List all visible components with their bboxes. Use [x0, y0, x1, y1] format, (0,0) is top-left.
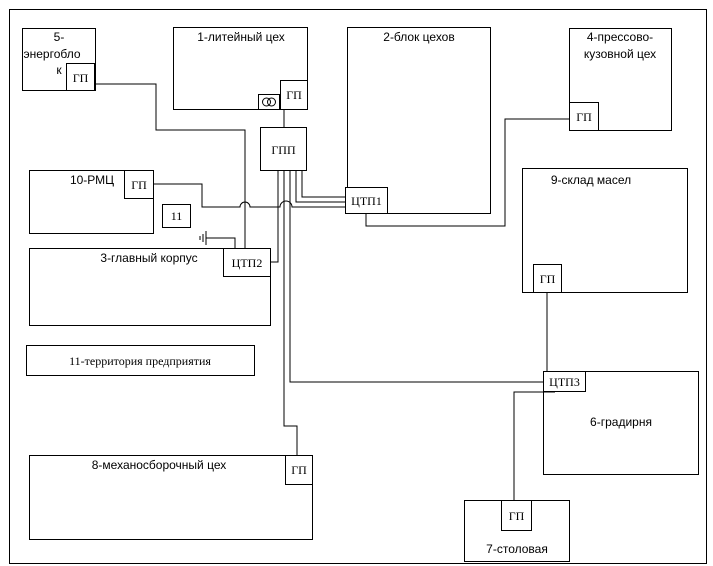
gp-label-b8: ГП [291, 463, 307, 477]
gpp-main-substation: ГПП [260, 127, 307, 171]
building-4-press-body-shop: 4-прессово- кузовной цех ГП [569, 28, 672, 131]
cable-ground-to-ctp2 [206, 237, 236, 248]
building-4-label-line1: 4-прессово- [587, 30, 653, 44]
building-10-repair-shop: 10-РМЦ ГП [29, 170, 154, 234]
cable-b10-to-ctp1 [153, 183, 345, 208]
transformer-icon [262, 97, 276, 107]
cable-ctp3-to-gp7 [513, 391, 555, 500]
cable-ctp1-to-gp4 [365, 118, 569, 227]
gp-label-b7: ГП [509, 509, 525, 523]
building-6-label: 6-градирня [590, 415, 652, 429]
ctp1-substation: ЦТП1 [345, 187, 388, 214]
building-2-label: 2-блок цехов [383, 30, 454, 44]
building-9-oil-warehouse: 9-склад масел ГП [522, 168, 688, 293]
gp-label-b9: ГП [540, 272, 556, 286]
ctp3-substation: ЦТП3 [543, 371, 586, 392]
cable-gpp-to-gp8 [283, 171, 298, 455]
building-5-energy-block: 5- энергобло к ГП [22, 28, 96, 91]
building-5-label-line2: энергобло [23, 47, 80, 61]
diagram-frame [9, 9, 707, 564]
building-5-label-line3: к [56, 63, 62, 77]
ctp1-label: ЦТП1 [351, 194, 382, 208]
ctp3-label: ЦТП3 [549, 375, 580, 389]
building-9-label: 9-склад масел [551, 173, 631, 187]
building-2-shop-block: 2-блок цехов [347, 27, 491, 214]
building-3-label: 3-главный корпус [100, 251, 197, 265]
gpp-label: ГПП [271, 143, 296, 157]
building-4-label-line2: кузовной цех [584, 47, 656, 61]
building-8-mechanical-assembly-shop: 8-механосборочный цех ГП [29, 455, 313, 540]
cable-gpp-to-ctp1-b [301, 171, 345, 198]
ctp2-label: ЦТП2 [232, 256, 263, 270]
building-11-marker: 11 [162, 204, 191, 228]
ground-icon [199, 231, 207, 245]
cable-gpp-to-ctp2 [270, 171, 279, 263]
building-7-label: 7-столовая [486, 542, 548, 556]
building-7-canteen: 7-столовая ГП [464, 500, 570, 562]
building-11-label: 11-территория предприятия [69, 354, 211, 368]
gp-label-b5: ГП [73, 71, 89, 85]
building-11-marker-label: 11 [171, 209, 183, 223]
building-5-label-line1: 5- [54, 30, 65, 44]
cable-gpp-to-ctp1-a [295, 171, 345, 203]
building-1-foundry: 1-литейный цех ГП [173, 27, 308, 110]
building-8-label: 8-механосборочный цех [92, 458, 227, 472]
cable-b5-to-ctp2 [95, 83, 246, 248]
gp-label-b4: ГП [576, 110, 592, 124]
cable-network [95, 83, 569, 500]
building-10-label: 10-РМЦ [70, 173, 114, 187]
cable-gpp-to-ctp3 [289, 171, 543, 383]
building-1-label: 1-литейный цех [197, 30, 285, 44]
building-11-enterprise-territory: 11-территория предприятия [26, 345, 255, 376]
gp-label-b1: ГП [286, 88, 302, 102]
ctp2-substation: ЦТП2 [223, 248, 271, 277]
gp-label-b10: ГП [131, 178, 147, 192]
